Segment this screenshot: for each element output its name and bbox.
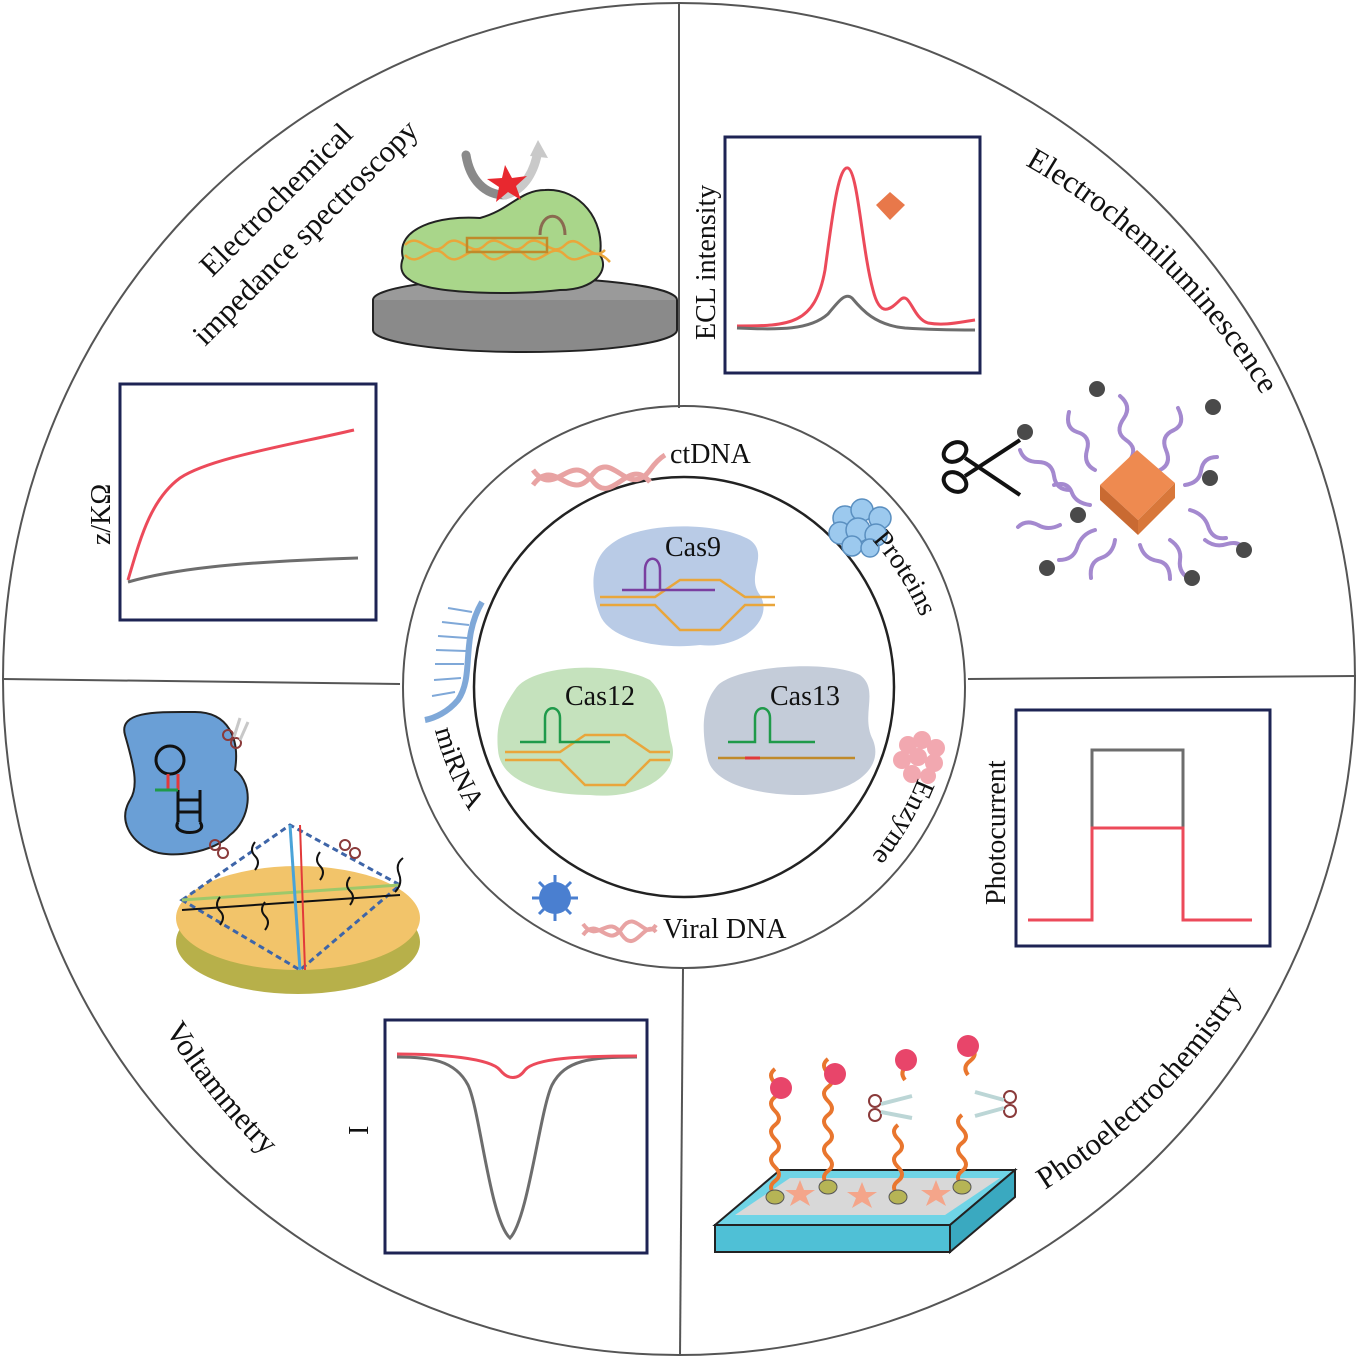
ecl-curve-signal (736, 166, 976, 328)
current-axis-label: I (344, 1126, 375, 1135)
viral-dna-helix-icon (581, 919, 658, 944)
cas13-label: Cas13 (770, 681, 840, 712)
pec-electrode-illustration (712, 1035, 1018, 1255)
photocurrent-signal (1028, 826, 1252, 922)
eis-electrode-illustration (372, 140, 678, 353)
voltammetry-electrode-illustration (123, 710, 420, 994)
target-proteins: Proteins (828, 498, 943, 620)
voltammetry-plot: I (344, 1018, 649, 1255)
impedance-axis-label: z/KΩ (86, 484, 117, 545)
cas12-label: Cas12 (565, 681, 635, 712)
voltammetry-curve-baseline (396, 1055, 638, 1241)
ecl-curve-baseline (736, 294, 976, 332)
ecl-title: Electrochemiluminescence (1021, 141, 1286, 399)
pec-scissors-icon (868, 1090, 1017, 1122)
voltammetry-title: Voltammetry (159, 1015, 286, 1161)
cas13-complex: Cas13 (703, 666, 876, 795)
cas12-complex: Cas12 (497, 667, 674, 796)
ctdna-label: ctDNA (670, 439, 752, 470)
quadrant-dividers (2, 3, 1357, 1357)
cas-inner-circle (472, 475, 896, 899)
protein-cluster-icon (828, 498, 892, 558)
target-enzyme: Enzyme (866, 731, 945, 872)
ecl-nanocube-illustration (941, 381, 1252, 586)
virus-icon (532, 875, 578, 921)
enzyme-cluster-icon (893, 731, 945, 784)
impedance-curve-baseline (127, 556, 359, 584)
impedance-curve-signal (126, 428, 355, 581)
photocurrent-axis-label: Photocurrent (981, 760, 1012, 905)
ecl-plot: ECL intensity (691, 135, 982, 375)
cas9-label: Cas9 (665, 532, 721, 563)
ecl-axis-label: ECL intensity (691, 185, 722, 340)
scissors-icon (941, 438, 1022, 497)
dna-helix-icon (530, 452, 667, 491)
viral-dna-label: Viral DNA (663, 914, 787, 945)
target-ring (402, 405, 966, 969)
pec-title: Photoelectrochemistry (1030, 979, 1248, 1196)
nanocube-icon (876, 192, 905, 220)
volt-scissors-icon (209, 717, 361, 859)
target-ctdna: ctDNA (530, 439, 752, 491)
cas9-complex: Cas9 (593, 526, 775, 647)
voltammetry-curve-signal (396, 1052, 638, 1079)
photocurrent-plot: Photocurrent (981, 708, 1272, 948)
mirna-strand-icon (424, 600, 485, 723)
impedance-plot: z/KΩ (86, 382, 378, 622)
blocked-star-icon (487, 165, 527, 202)
target-viral-dna: Viral DNA (532, 875, 787, 945)
photocurrent-baseline (1090, 748, 1185, 828)
